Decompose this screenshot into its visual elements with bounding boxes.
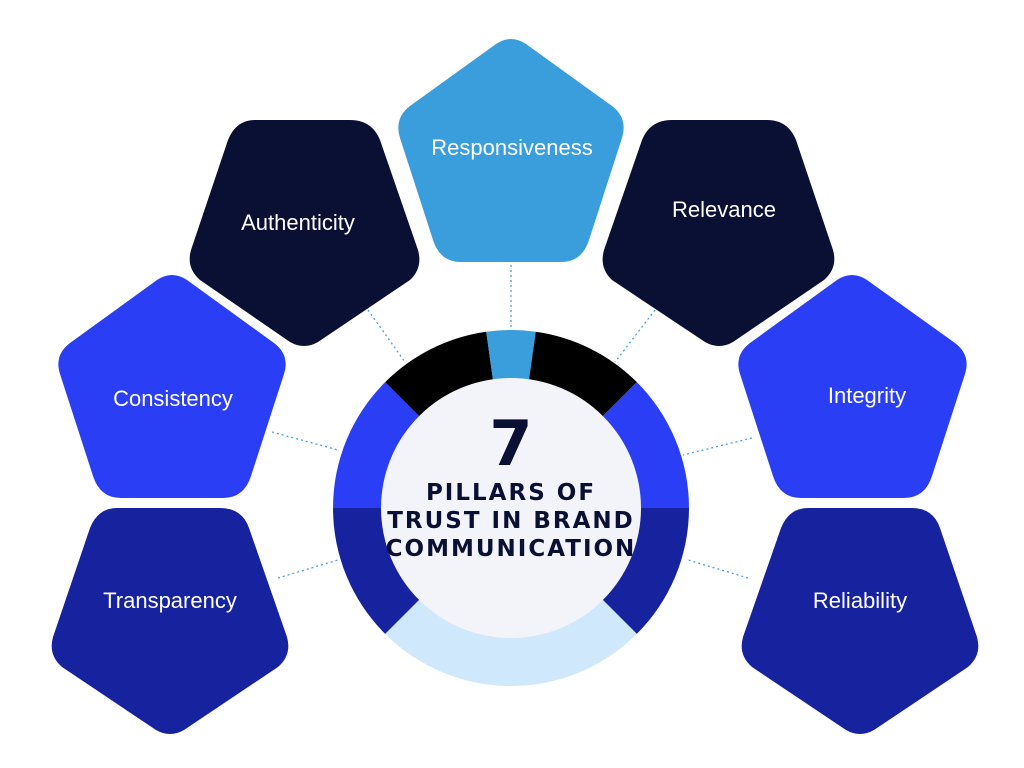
pentagon-responsiveness: [398, 39, 624, 262]
connectors: [271, 265, 753, 579]
pentagon-transparency: [51, 508, 289, 734]
pillar-label-responsiveness: Responsiveness: [431, 135, 592, 160]
center-circle: [381, 378, 641, 638]
pillar-integrity: Integrity: [738, 275, 967, 498]
pillar-reliability: Reliability: [741, 508, 979, 734]
connector-relevance: [614, 309, 656, 363]
connector-reliability: [687, 559, 749, 579]
pentagon-integrity: [738, 275, 967, 498]
pillar-consistency: Consistency: [58, 275, 286, 498]
pillar-label-integrity: Integrity: [828, 383, 906, 408]
pillar-responsiveness: Responsiveness: [398, 39, 624, 262]
connector-consistency: [271, 431, 339, 451]
connector-transparency: [277, 559, 339, 579]
center-line-3: COMMUNICATION: [386, 536, 637, 562]
pillar-label-reliability: Reliability: [813, 588, 907, 613]
pillar-transparency: Transparency: [51, 508, 289, 734]
center-hub: 7 PILLARS OF TRUST IN BRAND COMMUNICATIO…: [381, 378, 641, 638]
pentagon-authenticity: [189, 120, 420, 346]
center-line-1: PILLARS OF: [426, 480, 596, 506]
connector-authenticity: [367, 309, 406, 363]
pillar-relevance: Relevance: [602, 120, 835, 346]
pentagon-relevance: [602, 120, 835, 346]
pillar-label-authenticity: Authenticity: [241, 210, 355, 235]
center-line-2: TRUST IN BRAND: [387, 508, 635, 534]
pillar-authenticity: Authenticity: [189, 120, 420, 346]
connector-integrity: [682, 437, 753, 456]
pillar-label-relevance: Relevance: [672, 197, 776, 222]
center-number: 7: [489, 407, 532, 480]
pentagon-reliability: [741, 508, 979, 734]
pentagon-consistency: [58, 275, 286, 498]
pillar-label-transparency: Transparency: [103, 588, 237, 613]
pillar-label-consistency: Consistency: [113, 386, 233, 411]
